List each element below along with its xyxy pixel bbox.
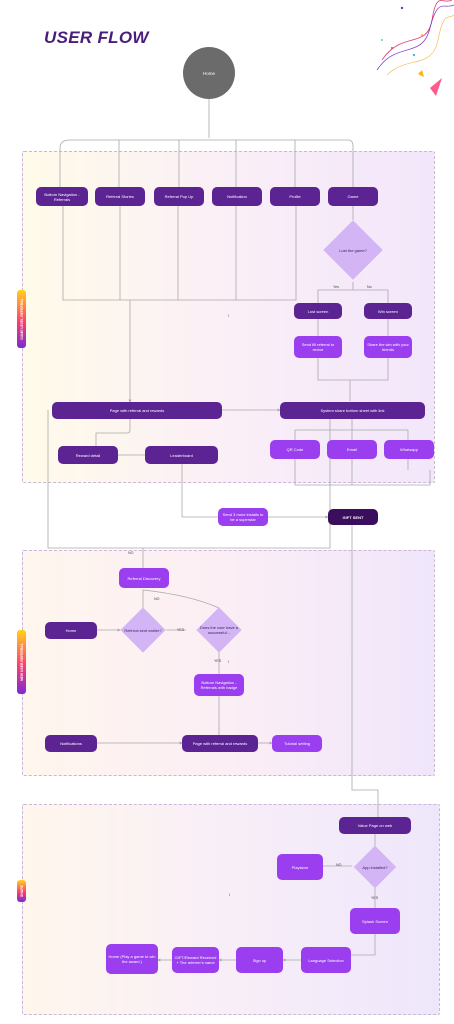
node-share-win: Share the win with your friends xyxy=(364,336,412,358)
decision-successful: Does the user have a successful... xyxy=(196,607,242,653)
node-lost-screen: Lost screen xyxy=(294,303,342,319)
node-playstore: Playstore xyxy=(277,854,323,880)
node-sign-up: Sign up xyxy=(236,947,283,973)
decision-referral-sent: Referral sent earlier? xyxy=(120,607,166,653)
page-title: USER FLOW xyxy=(44,28,149,47)
node-referral-discovery: Referral Discovery xyxy=(119,568,169,588)
node-bottom-navigation: Bottom Navigation - Referrals xyxy=(36,187,88,206)
node-email: Email xyxy=(327,440,377,459)
edge-label-yes-c: YES xyxy=(371,896,379,900)
node-language-selection: Language Selection xyxy=(301,947,351,973)
edge-label-yes-low: YES xyxy=(214,659,222,663)
decision-lost-game: Lost the game? xyxy=(323,220,383,280)
node-leaderboard: Leaderboard xyxy=(145,446,218,464)
decision-app-installed-label: App installed? xyxy=(362,864,388,870)
node-tutorial-setting: Tutorial setting xyxy=(272,735,322,752)
edge-label-no-mid: NO xyxy=(154,597,160,601)
node-win-screen: Win screen xyxy=(364,303,412,319)
edge-label-yes: Yes xyxy=(333,285,339,289)
section-c-marker xyxy=(17,880,26,902)
section-b-marker xyxy=(17,630,26,694)
confetti-dot-5 xyxy=(381,39,383,41)
node-profile: Profile xyxy=(270,187,320,206)
cursor-mark-a: I xyxy=(228,314,229,318)
cursor-mark-c: I xyxy=(229,893,230,897)
confetti-dot-2 xyxy=(412,53,416,57)
decision-app-installed: App installed? xyxy=(352,845,398,889)
node-notification: Notification xyxy=(212,187,262,206)
confetti-swirl-3 xyxy=(386,14,454,76)
confetti-triangle xyxy=(418,70,424,77)
node-referral-popup: Referral Pop Up xyxy=(154,187,204,206)
home-start-node: Home xyxy=(183,47,235,99)
node-home-play-game: Home (Play a game to win the award ) xyxy=(106,944,158,974)
decorative-confetti xyxy=(376,0,454,96)
node-page-referral-rewards: Page with referral and rewards xyxy=(52,402,222,419)
confetti-dot-3 xyxy=(391,47,393,49)
node-game: Game xyxy=(328,187,378,206)
edge-label-no: No xyxy=(367,285,372,289)
edge-label-yes-mid: YES xyxy=(177,628,185,632)
node-reward-detail: Reward detail xyxy=(58,446,118,464)
confetti-swirl-2 xyxy=(376,4,454,71)
decision-lost-game-label: Lost the game? xyxy=(339,247,367,253)
confetti-dot-1 xyxy=(400,6,404,10)
node-whatsapp: Whatsapp xyxy=(384,440,434,459)
node-notifications-b: Notifications xyxy=(45,735,97,752)
node-home-b: Home xyxy=(45,622,97,639)
node-gift-sent: GIFT SENT xyxy=(328,509,378,525)
decision-referral-sent-label: Referral sent earlier? xyxy=(124,627,162,633)
section-a-marker xyxy=(17,290,26,348)
node-send-more-installs: Send 3 more installs to be a superstar xyxy=(218,508,268,526)
node-gift-reward-received: GIFT/Reward Received + The referrer's na… xyxy=(172,947,219,973)
node-qr-code: QR Code xyxy=(270,440,320,459)
confetti-dot-4 xyxy=(421,34,423,36)
node-value-page-web: Value Page on web xyxy=(339,817,411,834)
confetti-cone xyxy=(430,78,442,96)
edge-label-no-c: NO xyxy=(336,863,342,867)
node-system-share-sheet: System share bottom sheet with link xyxy=(280,402,425,419)
cursor-mark-b: I xyxy=(228,660,229,664)
node-send-referral: Send fill referral to revive xyxy=(294,336,342,358)
node-bottom-nav-badge: Bottom Navigation - Referrals with badge xyxy=(194,674,244,696)
node-referral-stories: Referral Stories xyxy=(95,187,145,206)
node-page-referral-b: Page with referral and rewards xyxy=(182,735,258,752)
decision-successful-label: Does the user have a successful... xyxy=(199,625,239,635)
edge-label-no-top: NO xyxy=(128,551,134,555)
node-splash-screen: Splash Screen xyxy=(350,908,400,934)
